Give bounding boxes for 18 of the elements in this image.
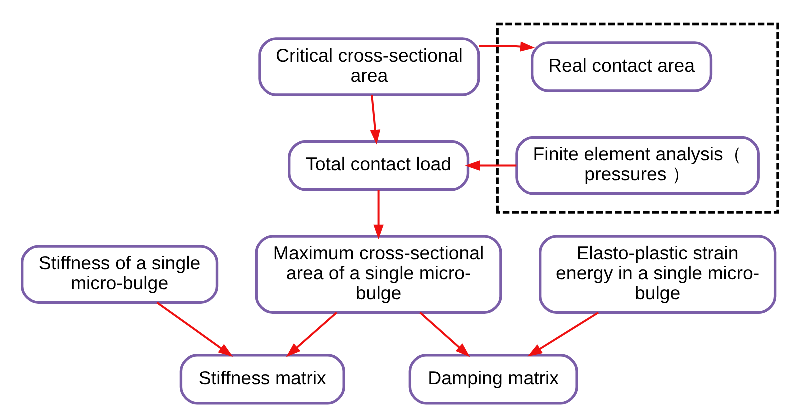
node-box: Critical cross-sectional area (258, 38, 480, 96)
node-box: Real contact area (530, 42, 712, 92)
arrow (156, 302, 233, 357)
node-box: Stiffness of a single micro-bulge (20, 245, 218, 304)
arrow (527, 312, 599, 357)
node-box: Elasto-plastic strain energy in a single micro-bulge (538, 235, 776, 314)
arrow (286, 312, 338, 358)
arrow (373, 190, 384, 240)
cluster (496, 22, 779, 214)
node-box: Total contact load (288, 140, 470, 192)
node-box: Damping matrix (408, 354, 578, 405)
arrow (370, 95, 380, 145)
node-box: Finite element analysis（ pressures ） (515, 136, 760, 196)
arrow (419, 312, 470, 358)
node-box: Maximum cross-sectional area of a single micro-bulge (254, 235, 502, 314)
arrow (478, 42, 535, 52)
node-box: Stiffness matrix (179, 354, 345, 405)
arrow (464, 160, 516, 171)
